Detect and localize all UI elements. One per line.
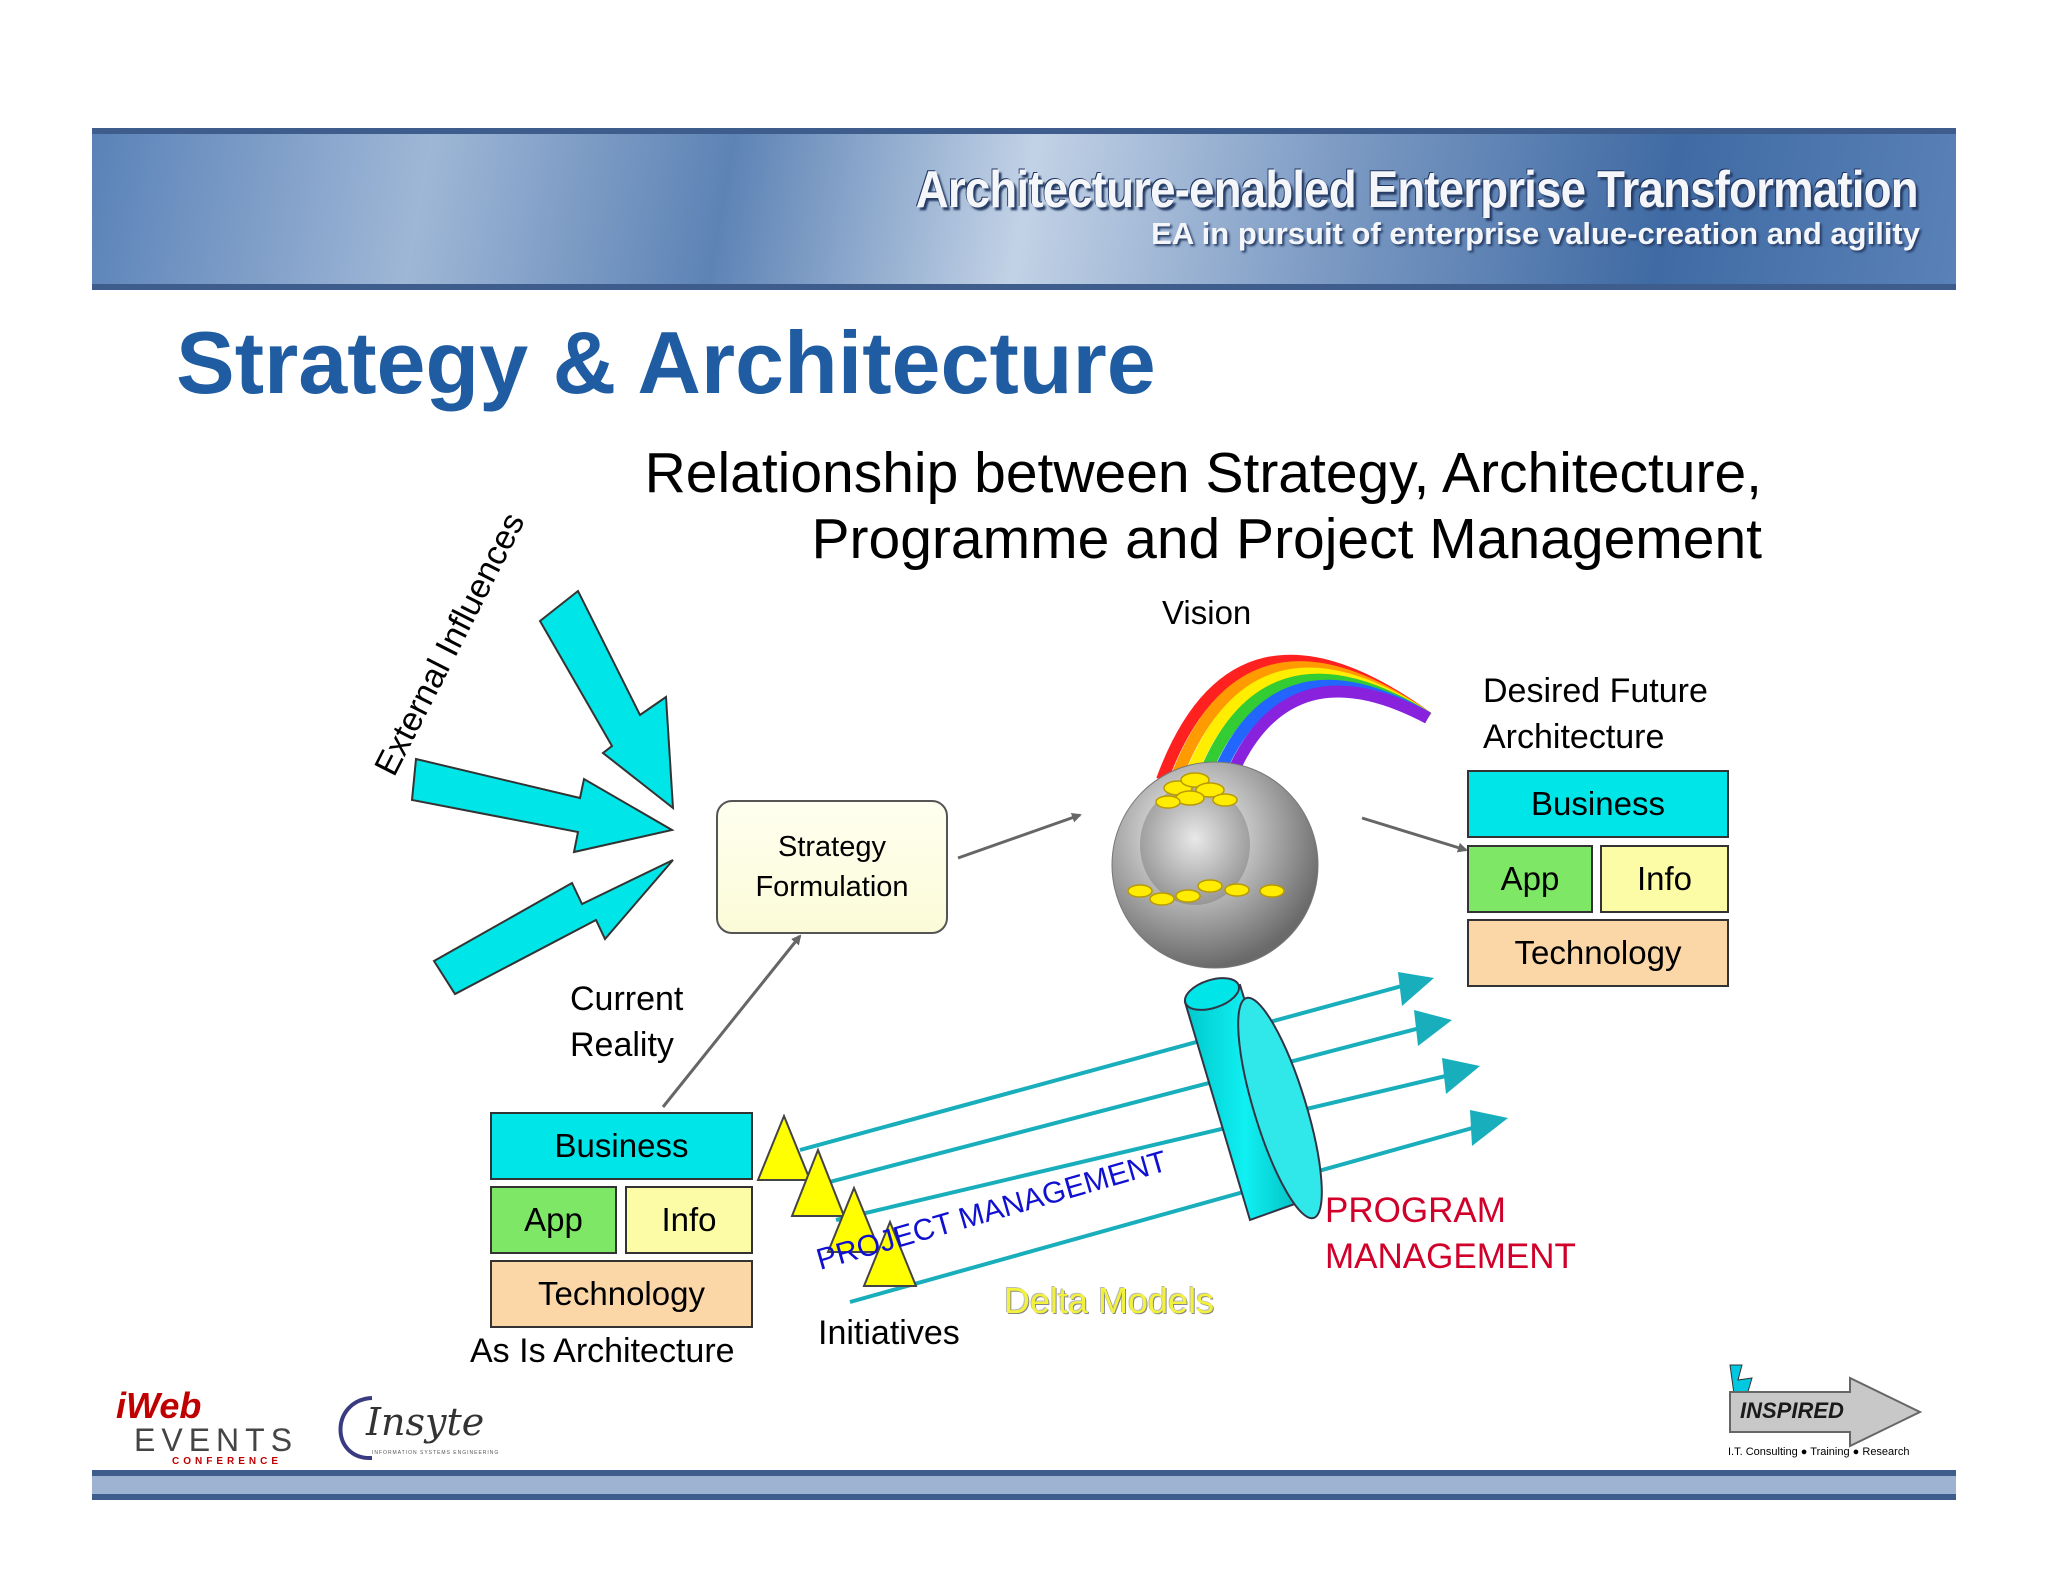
influence-arrow-middle [410, 757, 675, 854]
slide-subtitle: Relationship between Strategy, Architect… [645, 440, 1762, 572]
inspired-tag-research: Research [1862, 1446, 1910, 1458]
rainbow [1156, 654, 1432, 802]
current-reality-label: Current Reality [570, 976, 683, 1068]
external-influences-label: External Influences [367, 507, 532, 782]
influence-arrow-top [538, 589, 675, 811]
inspired-logo-text: INSPIRED [1740, 1398, 1844, 1423]
iweb-events-logo: iWeb EVENTS CONFERENCE [116, 1385, 299, 1468]
as-is-business-box: Business [490, 1112, 753, 1180]
conference-logo-text: CONFERENCE [172, 1456, 283, 1467]
future-info-box: Info [1600, 845, 1729, 913]
as-is-technology-box: Technology [490, 1260, 753, 1328]
future-technology-box: Technology [1467, 919, 1729, 987]
desired-future-line-1: Desired Future [1483, 672, 1708, 710]
pot-of-gold [1140, 785, 1250, 905]
as-is-architecture-label: As Is Architecture [470, 1332, 735, 1370]
inspired-tag-training: Training [1810, 1446, 1850, 1458]
banner-title: Architecture-enabled Enterprise Transfor… [915, 161, 1919, 219]
initiative-lines [799, 984, 1477, 1304]
vision-label: Vision [1162, 594, 1252, 631]
strategy-formulation-box: Strategy Formulation [716, 800, 948, 934]
subtitle-line-1: Relationship between Strategy, Architect… [644, 441, 1762, 505]
program-management-line-1: PROGRAM [1325, 1191, 1506, 1230]
insyte-tagline: INFORMATION SYSTEMS ENGINEERING [372, 1450, 500, 1456]
footer-bar [92, 1470, 1956, 1500]
strategy-to-vision-arrow [957, 812, 1082, 860]
strategy-line-2: Formulation [755, 871, 909, 903]
inspired-arrow-icon [1729, 1376, 1923, 1448]
desired-future-label: Desired Future Architecture [1483, 668, 1708, 760]
slide-title: Strategy & Architecture [176, 313, 1156, 412]
inspired-tagline: I.T. Consulting ● Training ● Research [1728, 1446, 1910, 1458]
subtitle-line-2: Programme and Project Management [811, 507, 1762, 571]
future-business-box: Business [1467, 770, 1729, 838]
initiatives-label: Initiatives [818, 1314, 960, 1352]
influence-arrow-bottom [432, 859, 674, 996]
program-management-line-2: MANAGEMENT [1325, 1237, 1576, 1276]
current-reality-line-2: Reality [570, 1026, 674, 1064]
insyte-logo-text: Insyte [366, 1400, 485, 1444]
iweb-logo-text: iWeb [116, 1385, 202, 1426]
program-cylinder [1183, 977, 1323, 1222]
events-logo-text: EVENTS [134, 1422, 299, 1458]
as-is-app-box: App [490, 1186, 617, 1254]
strategy-line-1: Strategy [778, 831, 886, 863]
reality-to-strategy-arrow [661, 934, 802, 1108]
delta-models-label: Delta Models [1004, 1280, 1215, 1321]
current-reality-line-1: Current [570, 980, 684, 1018]
header-banner [92, 128, 1956, 290]
program-management-label: PROGRAM MANAGEMENT [1325, 1188, 1576, 1280]
banner-subtitle: EA in pursuit of enterprise value-creati… [1151, 216, 1920, 251]
desired-future-line-2: Architecture [1483, 718, 1665, 756]
initiative-triangles [756, 1113, 918, 1287]
initiative-arrowheads [1398, 972, 1508, 1146]
as-is-info-box: Info [625, 1186, 753, 1254]
vision-to-future-arrow [1361, 816, 1468, 853]
future-app-box: App [1467, 845, 1593, 913]
inspired-tag-consulting: I.T. Consulting [1728, 1446, 1798, 1458]
insyte-swoosh-icon [338, 1396, 373, 1461]
gold-coins [1127, 772, 1285, 906]
